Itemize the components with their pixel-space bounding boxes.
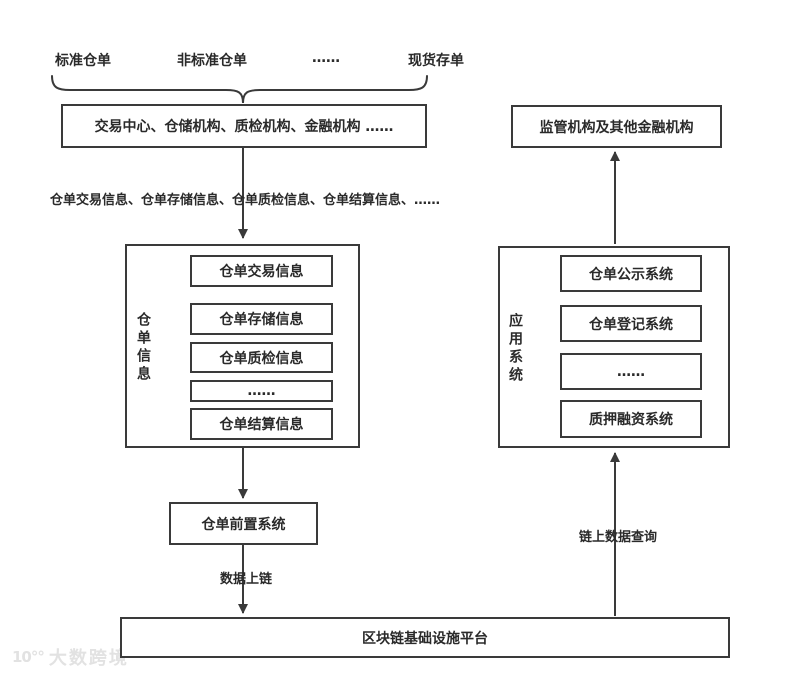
institutions-box: 交易中心、仓储机构、质检机构、金融机构 …… bbox=[61, 104, 427, 148]
data-onchain-label: 数据上链 bbox=[220, 572, 273, 587]
onchain-query-label: 链上数据查询 bbox=[579, 530, 658, 545]
receipt-info-group-label: 仓单信息 bbox=[135, 312, 151, 384]
receipt-settlement-info-box: 仓单结算信息 bbox=[190, 408, 333, 440]
application-group-label: 应用系统 bbox=[507, 313, 523, 385]
receipt-storage-info-box: 仓单存储信息 bbox=[190, 303, 333, 335]
blockchain-platform-box: 区块链基础设施平台 bbox=[120, 617, 730, 658]
label-standard-receipt: 标准仓单 bbox=[55, 53, 111, 69]
watermark-logo-icon: 10°° bbox=[12, 648, 45, 666]
receipt-registration-system-box: 仓单登记系统 bbox=[560, 305, 702, 342]
brace-top-receipts bbox=[51, 75, 428, 104]
receipt-inspection-info-box: 仓单质检信息 bbox=[190, 342, 333, 373]
receipt-info-ellipsis-box: …… bbox=[190, 380, 333, 402]
regulator-box: 监管机构及其他金融机构 bbox=[511, 105, 722, 148]
label-nonstandard-receipt: 非标准仓单 bbox=[177, 53, 247, 69]
label-receipts-ellipsis: …… bbox=[312, 50, 340, 66]
watermark: 10°° 大数跨境 bbox=[12, 644, 129, 670]
label-spot-receipt: 现货存单 bbox=[408, 53, 464, 69]
watermark-text: 大数跨境 bbox=[48, 648, 129, 669]
receipt-publicity-system-box: 仓单公示系统 bbox=[560, 255, 702, 292]
application-ellipsis-box: …… bbox=[560, 353, 702, 390]
flow-info-label: 仓单交易信息、仓单存储信息、仓单质检信息、仓单结算信息、…… bbox=[50, 193, 441, 208]
pledge-financing-system-box: 质押融资系统 bbox=[560, 400, 702, 438]
front-system-box: 仓单前置系统 bbox=[169, 502, 318, 545]
receipt-trade-info-box: 仓单交易信息 bbox=[190, 255, 333, 287]
